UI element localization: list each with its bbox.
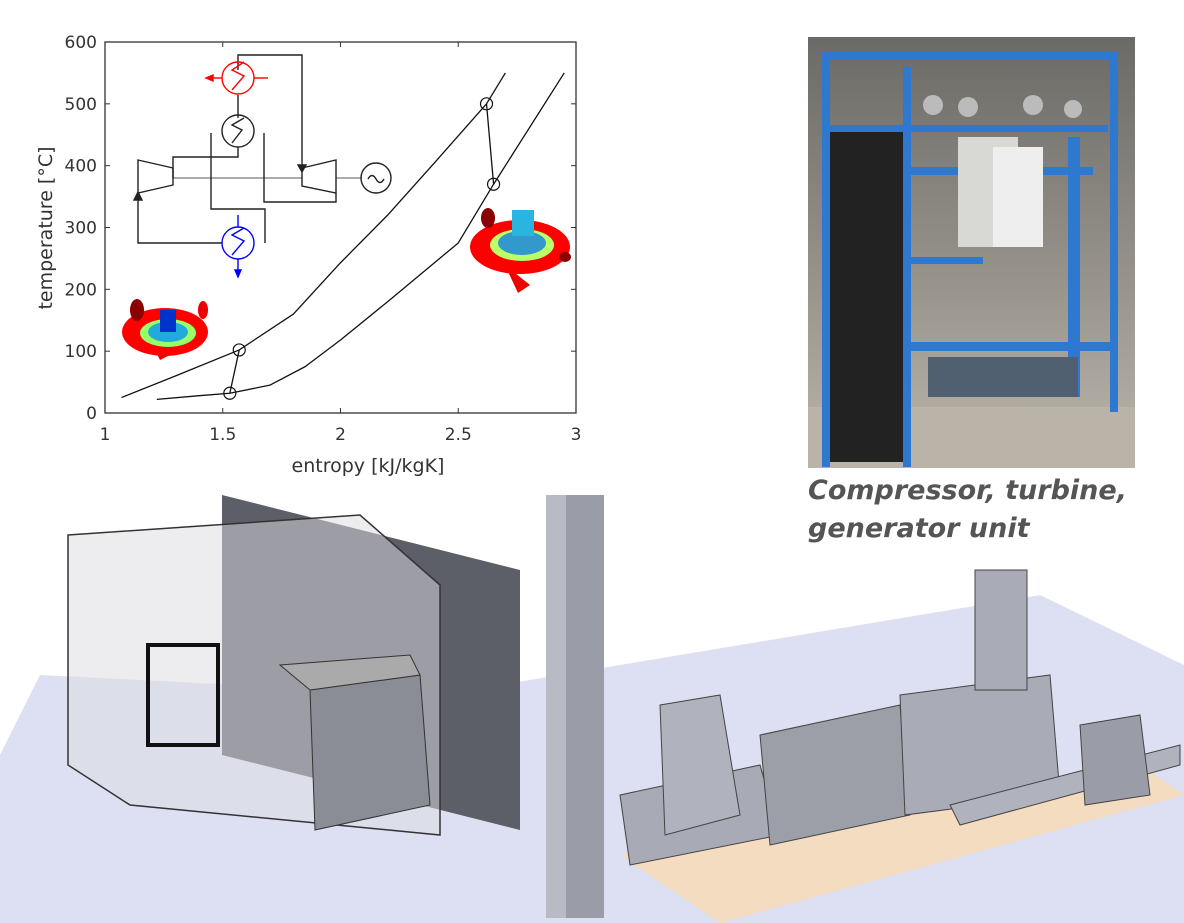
state-point	[232, 343, 246, 357]
compressor-wheel-render	[122, 299, 208, 360]
x-tick-label: 2	[335, 425, 346, 445]
cooler-icon	[221, 215, 255, 279]
heat-exchanger-block	[309, 674, 431, 831]
x-tick-label: 3	[571, 425, 582, 445]
y-tick-label: 0	[86, 404, 97, 424]
y-tick-label: 200	[65, 280, 97, 300]
series-low-pressure-isobar	[156, 72, 565, 401]
machine-floor	[620, 765, 1184, 923]
y-tick-label: 500	[65, 95, 97, 115]
y-tick-label: 300	[65, 219, 97, 239]
series-compression	[229, 349, 240, 394]
x-tick-label: 1	[100, 425, 111, 445]
generator-icon	[360, 162, 392, 194]
state-point	[479, 97, 494, 111]
ts-diagram: 1 1.5 2 2.5 3 0 100 200 300 400 500 600 entropy [kJ…	[35, 33, 582, 477]
x-tick-label: 1.5	[209, 425, 236, 445]
x-tick-label: 2.5	[445, 425, 472, 445]
y-tick-label: 600	[65, 33, 97, 53]
recuperator-icon	[221, 114, 255, 148]
heater-icon	[204, 61, 268, 95]
chimney-box	[974, 569, 1028, 691]
unit-photo	[808, 37, 1135, 468]
pipe	[237, 54, 303, 168]
skid-frame	[146, 643, 220, 747]
cycle-schematic	[132, 54, 392, 279]
y-tick-label: 400	[65, 157, 97, 177]
state-point	[223, 386, 237, 400]
series-high-pressure-isobar	[121, 72, 506, 399]
plant-cad-model	[0, 495, 1184, 923]
heat-recovery-unit	[759, 704, 911, 846]
y-tick-label: 100	[65, 342, 97, 362]
compressor-icon	[137, 159, 174, 194]
photo-caption: Compressor, turbine, generator unit	[808, 475, 1127, 544]
y-axis-label: temperature [°C]	[35, 146, 57, 309]
turbine-icon	[301, 159, 337, 194]
state-point	[486, 177, 501, 191]
series-expansion	[485, 103, 495, 185]
blower	[1079, 714, 1151, 806]
x-axis-label: entropy [kJ/kgK]	[292, 455, 445, 477]
turbine-wheel-render	[470, 208, 571, 293]
